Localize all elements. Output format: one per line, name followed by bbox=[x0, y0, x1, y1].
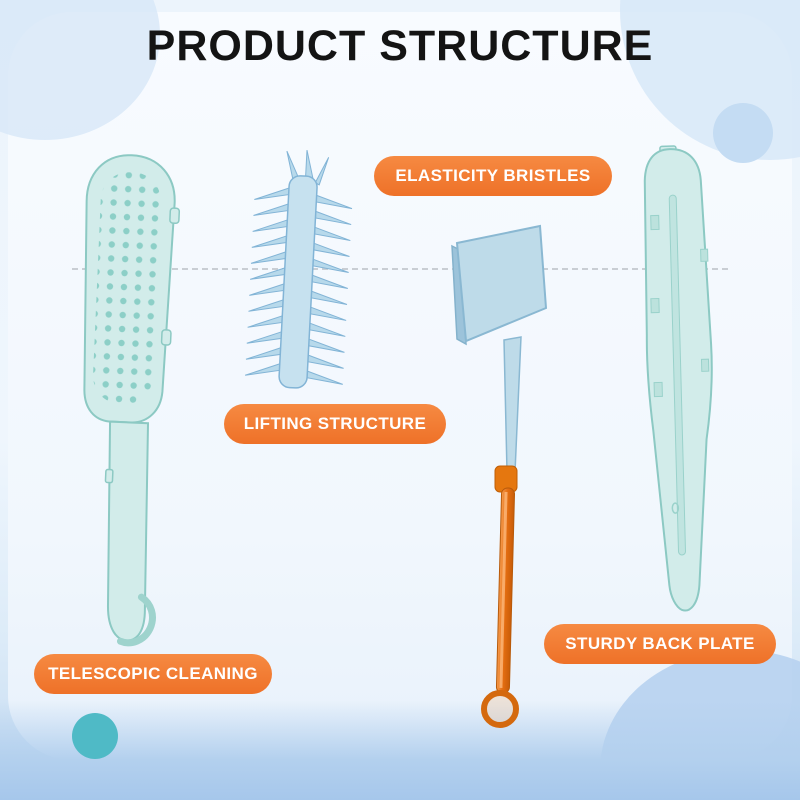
press-plate-rod-part bbox=[451, 224, 548, 728]
label-telescopic-cleaning: TELESCOPIC CLEANING bbox=[34, 654, 272, 694]
handle-hook bbox=[116, 593, 156, 647]
rod-ring bbox=[481, 690, 519, 728]
decor-circle-top-right bbox=[713, 103, 773, 163]
brush-body-part bbox=[83, 154, 181, 647]
decor-circle-bottom-left bbox=[72, 713, 118, 759]
decor-bottom-band bbox=[0, 700, 800, 800]
label-lifting-structure: LIFTING STRUCTURE bbox=[224, 404, 446, 444]
label-sturdy-back-plate: STURDY BACK PLATE bbox=[544, 624, 776, 664]
alignment-dashed-line bbox=[72, 268, 728, 270]
brush-holes bbox=[93, 172, 161, 405]
page-title: PRODUCT STRUCTURE bbox=[146, 22, 654, 70]
bristle-block-part bbox=[244, 150, 354, 389]
label-elasticity-bristles: ELASTICITY BRISTLES bbox=[374, 156, 612, 196]
back-plate-part bbox=[643, 145, 713, 612]
